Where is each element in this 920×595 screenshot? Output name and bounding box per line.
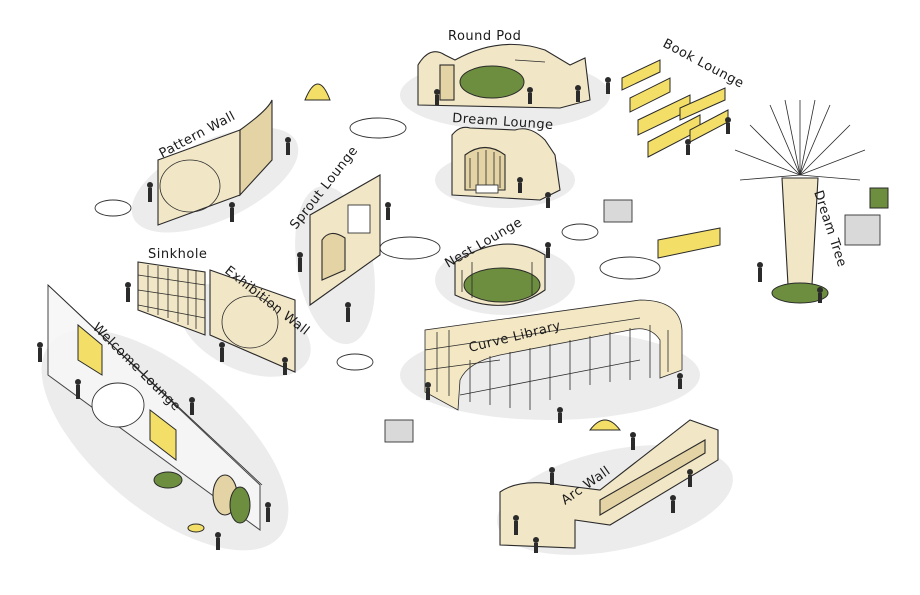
dining-tables <box>94 83 721 443</box>
nest-lounge[interactable] <box>454 242 551 306</box>
dream-lounge[interactable] <box>451 126 561 208</box>
dream-tree[interactable] <box>734 99 889 304</box>
welcome-lounge[interactable] <box>37 283 271 550</box>
label-dream-lounge: Dream Lounge <box>452 111 554 133</box>
label-book-lounge: Book Lounge <box>660 36 746 91</box>
round-pod[interactable] <box>417 43 611 109</box>
sprout-lounge[interactable] <box>297 174 391 322</box>
arc-wall[interactable] <box>499 419 719 553</box>
label-dream-tree: Dream Tree <box>810 189 849 270</box>
book-lounge[interactable] <box>621 59 731 158</box>
label-round-pod: Round Pod <box>448 29 521 44</box>
label-sinkhole: Sinkhole <box>148 247 207 262</box>
sinkhole[interactable] <box>125 261 206 336</box>
curve-library[interactable] <box>424 299 683 423</box>
exhibition-wall[interactable] <box>209 269 296 375</box>
pattern-wall[interactable] <box>147 99 291 226</box>
